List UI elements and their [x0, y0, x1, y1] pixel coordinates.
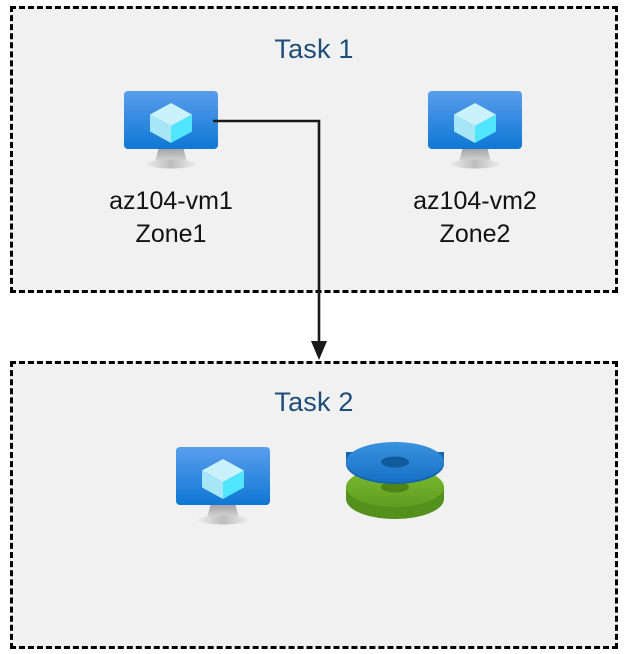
task-2-title: Task 2 — [274, 387, 354, 417]
task-1-title: Task 1 — [274, 34, 354, 64]
task-2-container: Task 2 — [10, 361, 618, 649]
vm1-zone: Zone1 — [135, 220, 207, 248]
vm2-name: az104-vm2 — [413, 187, 537, 215]
node-label-az104-vm2: az104-vm2 Zone2 — [375, 185, 575, 251]
vm1-name: az104-vm1 — [109, 187, 233, 215]
vm2-zone: Zone2 — [439, 220, 511, 248]
arrowhead-icon — [311, 341, 327, 360]
task-1-container: Task 1 — [10, 6, 618, 293]
azure-virtual-machine-icon — [171, 441, 275, 533]
azure-virtual-machine-icon — [423, 85, 527, 177]
node-label-az104-vm1: az104-vm1 Zone1 — [71, 185, 271, 251]
azure-disks-icon — [341, 441, 449, 533]
azure-virtual-machine-icon — [119, 85, 223, 177]
